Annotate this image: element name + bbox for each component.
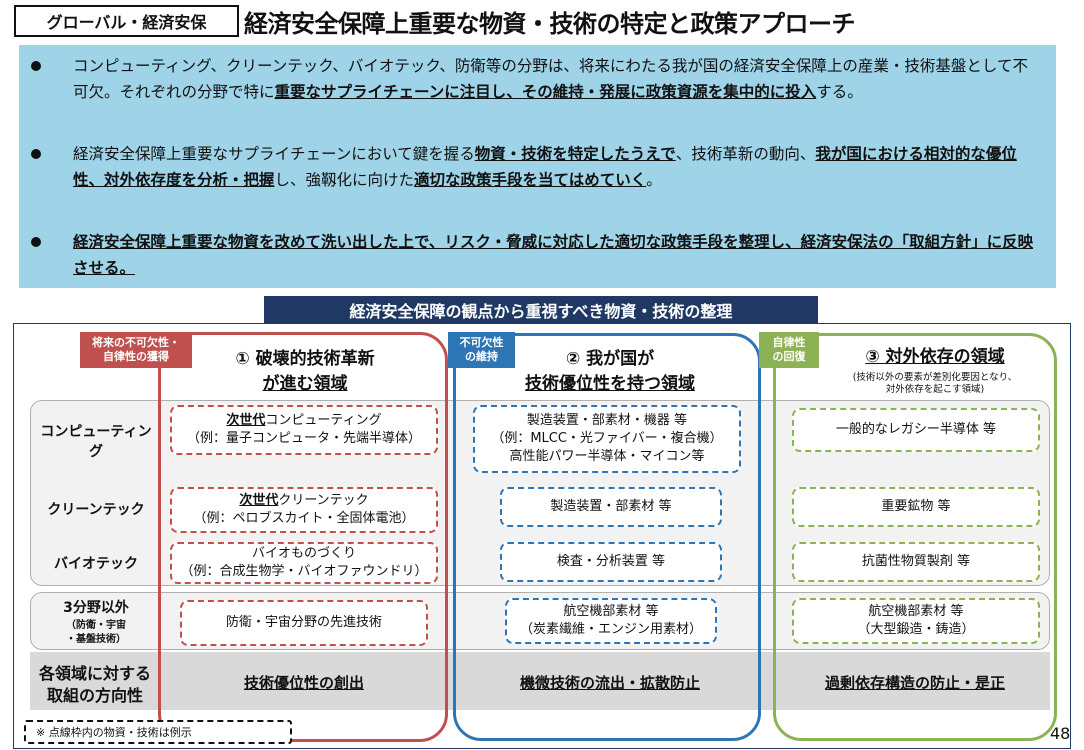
- item-text: 検査・分析装置 等: [556, 554, 666, 569]
- badge-text: 自律性の獲得: [103, 350, 169, 363]
- item-text: バイオものづくり: [251, 546, 356, 561]
- bullet-item: 経済安全保障上重要なサプライチェーンにおいて鍵を握る物資・技術を特定したうえで、…: [29, 141, 1039, 193]
- badge-indispensability: 不可欠性の維持: [448, 332, 515, 368]
- row-label-other: 3分野以外: [63, 600, 129, 616]
- bullet-emphasis: 経済安全保障上重要な物資を改めて洗い出した上で、リスク・脅威に対応した適切な政策…: [73, 233, 1034, 277]
- bullet-text: 経済安全保障上重要なサプライチェーンにおいて鍵を握る物資・技術を特定したうえで、…: [73, 141, 1039, 193]
- item-text: 防衛・宇宙分野の先進技術: [225, 615, 382, 630]
- row-label-computing: コンピューティング: [40, 424, 152, 460]
- column-frame-disruptive: [158, 332, 448, 742]
- heading-line: ② 我が国が: [565, 349, 655, 369]
- column-heading-advantage: ② 我が国が 技術優位性を持つ領域: [470, 347, 750, 397]
- bullet-dot-icon: [31, 237, 41, 247]
- bullet-dot-icon: [31, 149, 41, 159]
- category-tag: グローバル・経済安保: [14, 5, 239, 37]
- row-label-cleantech: クリーンテック: [47, 502, 145, 518]
- section-title: 経済安全保障の観点から重視すべき物資・技術の整理: [264, 296, 818, 323]
- badge-autonomy-acquire: 将来の不可欠性・自律性の獲得: [80, 332, 192, 368]
- bullet-run: コンピューティング、クリーンテック、バイオテック、防衛等の分野は、将来にわたる我…: [73, 57, 1028, 101]
- heading-line: 技術優位性を持つ領域: [525, 374, 695, 394]
- item-text: 製造装置・部素材・機器 等: [526, 413, 688, 428]
- item-cleantech-materials: 製造装置・部素材 等: [500, 487, 722, 527]
- column-heading-dependence: ③ 対外依存の領域: [820, 345, 1050, 370]
- bullet-text: コンピューティング、クリーンテック、バイオテック、防衛等の分野は、将来にわたる我…: [73, 53, 1039, 105]
- row-label-approach-1: 各領域に対する: [38, 664, 151, 683]
- item-manufacturing-equipment: 製造装置・部素材・機器 等 （例：MLCC・光ファイバー・複合機） 高性能パワー…: [473, 405, 741, 473]
- item-example: （炭素繊維・エンジン用素材）: [519, 622, 702, 637]
- item-critical-minerals: 重要鉱物 等: [792, 487, 1040, 527]
- item-legacy-semiconductor: 一般的なレガシー半導体 等: [792, 408, 1040, 452]
- item-aircraft-materials-forging: 航空機部素材 等 （大型鍛造・鋳造）: [792, 598, 1040, 644]
- item-next-gen-computing: 次世代コンピューティング （例：量子コンピュータ・先端半導体）: [170, 405, 438, 455]
- item-text: 製造装置・部素材 等: [550, 499, 672, 514]
- item-bio-manufacturing: バイオものづくり （例：合成生物学・バイオファウンドリ）: [170, 542, 438, 584]
- summary-box: コンピューティング、クリーンテック、バイオテック、防衛等の分野は、将来にわたる我…: [19, 45, 1056, 288]
- bullet-run: し、強靱化に向けた: [274, 171, 415, 189]
- footnote: ※ 点線枠内の物資・技術は例示: [24, 720, 292, 744]
- item-text: 抗菌性物質製剤 等: [861, 554, 971, 569]
- item-text: 高性能パワー半導体・マイコン等: [509, 449, 705, 464]
- bullet-run: 、技術革新の動向、: [675, 145, 816, 163]
- item-emphasis: 次世代: [239, 493, 279, 508]
- item-text: 一般的なレガシー半導体 等: [835, 422, 997, 437]
- badge-text: 不可欠性: [459, 336, 504, 349]
- column-note-dependence: (技術以外の要素が差別化要因となり、 対外依存を起こす領域): [815, 372, 1055, 396]
- item-antibacterial: 抗菌性物質製剤 等: [792, 542, 1040, 582]
- row-label-biotech: バイオテック: [54, 556, 138, 572]
- badge-text: の回復: [772, 350, 806, 363]
- item-text: 航空機部素材 等: [868, 604, 964, 619]
- column-frame-dependence: [773, 333, 1057, 741]
- item-defense-space: 防衛・宇宙分野の先進技術: [180, 600, 428, 646]
- item-emphasis: 次世代: [226, 413, 266, 428]
- item-text: クリーンテック: [278, 493, 369, 508]
- approach-tech-advantage: 技術優位性の創出: [243, 674, 364, 692]
- item-text: 重要鉱物 等: [881, 499, 951, 514]
- heading-line: ① 破壊的技術革新: [235, 349, 375, 369]
- item-text: 航空機部素材 等: [563, 604, 659, 619]
- column-frame-advantage: [453, 333, 761, 741]
- row-label-approach-2: 取組の方向性: [46, 686, 143, 705]
- heading-line: ③ 対外依存の領域: [865, 347, 1005, 367]
- item-text: コンピューティング: [265, 413, 382, 428]
- item-example: （例：ペロブスカイト・全固体電池）: [193, 511, 415, 526]
- note-line: 対外依存を起こす領域): [885, 384, 985, 395]
- bullet-text: 経済安全保障上重要な物資を改めて洗い出した上で、リスク・脅威に対応した適切な政策…: [73, 229, 1039, 281]
- badge-text: の維持: [465, 350, 498, 363]
- item-example: （例：量子コンピュータ・先端半導体）: [186, 431, 421, 446]
- row-label-other-sub1: （防衛・宇宙: [66, 620, 126, 631]
- bullet-item: コンピューティング、クリーンテック、バイオテック、防衛等の分野は、将来にわたる我…: [29, 53, 1039, 105]
- badge-autonomy-recover: 自律性の回復: [759, 332, 819, 368]
- bullet-run: 経済安全保障上重要なサプライチェーンにおいて鍵を握る: [73, 145, 475, 163]
- page-title: 経済安全保障上重要な物資・技術の特定と政策アプローチ: [244, 10, 856, 38]
- item-aircraft-materials-carbon: 航空機部素材 等 （炭素繊維・エンジン用素材）: [505, 598, 717, 644]
- bullet-emphasis: 物資・技術を特定したうえで: [474, 145, 676, 163]
- row-label-other-sub2: ・基盤技術）: [66, 634, 126, 645]
- badge-text: 自律性: [772, 336, 806, 349]
- approach-dependence-correction: 過剰依存構造の防止・是正: [824, 674, 1005, 692]
- badge-text: 将来の不可欠性・: [92, 336, 180, 349]
- note-line: (技術以外の要素が差別化要因となり、: [852, 372, 1018, 383]
- approach-leak-prevention: 機微技術の流出・拡散防止: [519, 674, 700, 692]
- bullet-emphasis: 適切な政策手段を当てはめていく: [414, 171, 647, 189]
- item-next-gen-cleantech: 次世代クリーンテック （例：ペロブスカイト・全固体電池）: [170, 487, 438, 533]
- bullet-run: する。: [816, 83, 863, 101]
- bullet-emphasis: 我が国における相対的な優位性、対外依存度を分析・把握: [73, 145, 1017, 189]
- item-example: （大型鍛造・鋳造）: [857, 622, 975, 637]
- item-example: （例：合成生物学・バイオファウンドリ）: [180, 564, 428, 579]
- heading-line: が進む領域: [262, 374, 348, 394]
- matrix-frame: [13, 323, 1071, 749]
- bullet-emphasis: 重要なサプライチェーンに注目し、その維持・発展に政策資源を集中的に投入: [274, 83, 817, 101]
- item-inspection-devices: 検査・分析装置 等: [500, 542, 722, 582]
- row-band-approach: [30, 652, 1050, 710]
- column-heading-disruptive: ① 破壊的技術革新 が進む領域: [190, 347, 420, 397]
- bullet-dot-icon: [31, 61, 41, 71]
- page-number: 48: [1050, 724, 1071, 743]
- bullet-run: 。: [646, 171, 662, 189]
- bullet-item: 経済安全保障上重要な物資を改めて洗い出した上で、リスク・脅威に対応した適切な政策…: [29, 229, 1039, 281]
- item-example: （例：MLCC・光ファイバー・複合機）: [491, 431, 723, 446]
